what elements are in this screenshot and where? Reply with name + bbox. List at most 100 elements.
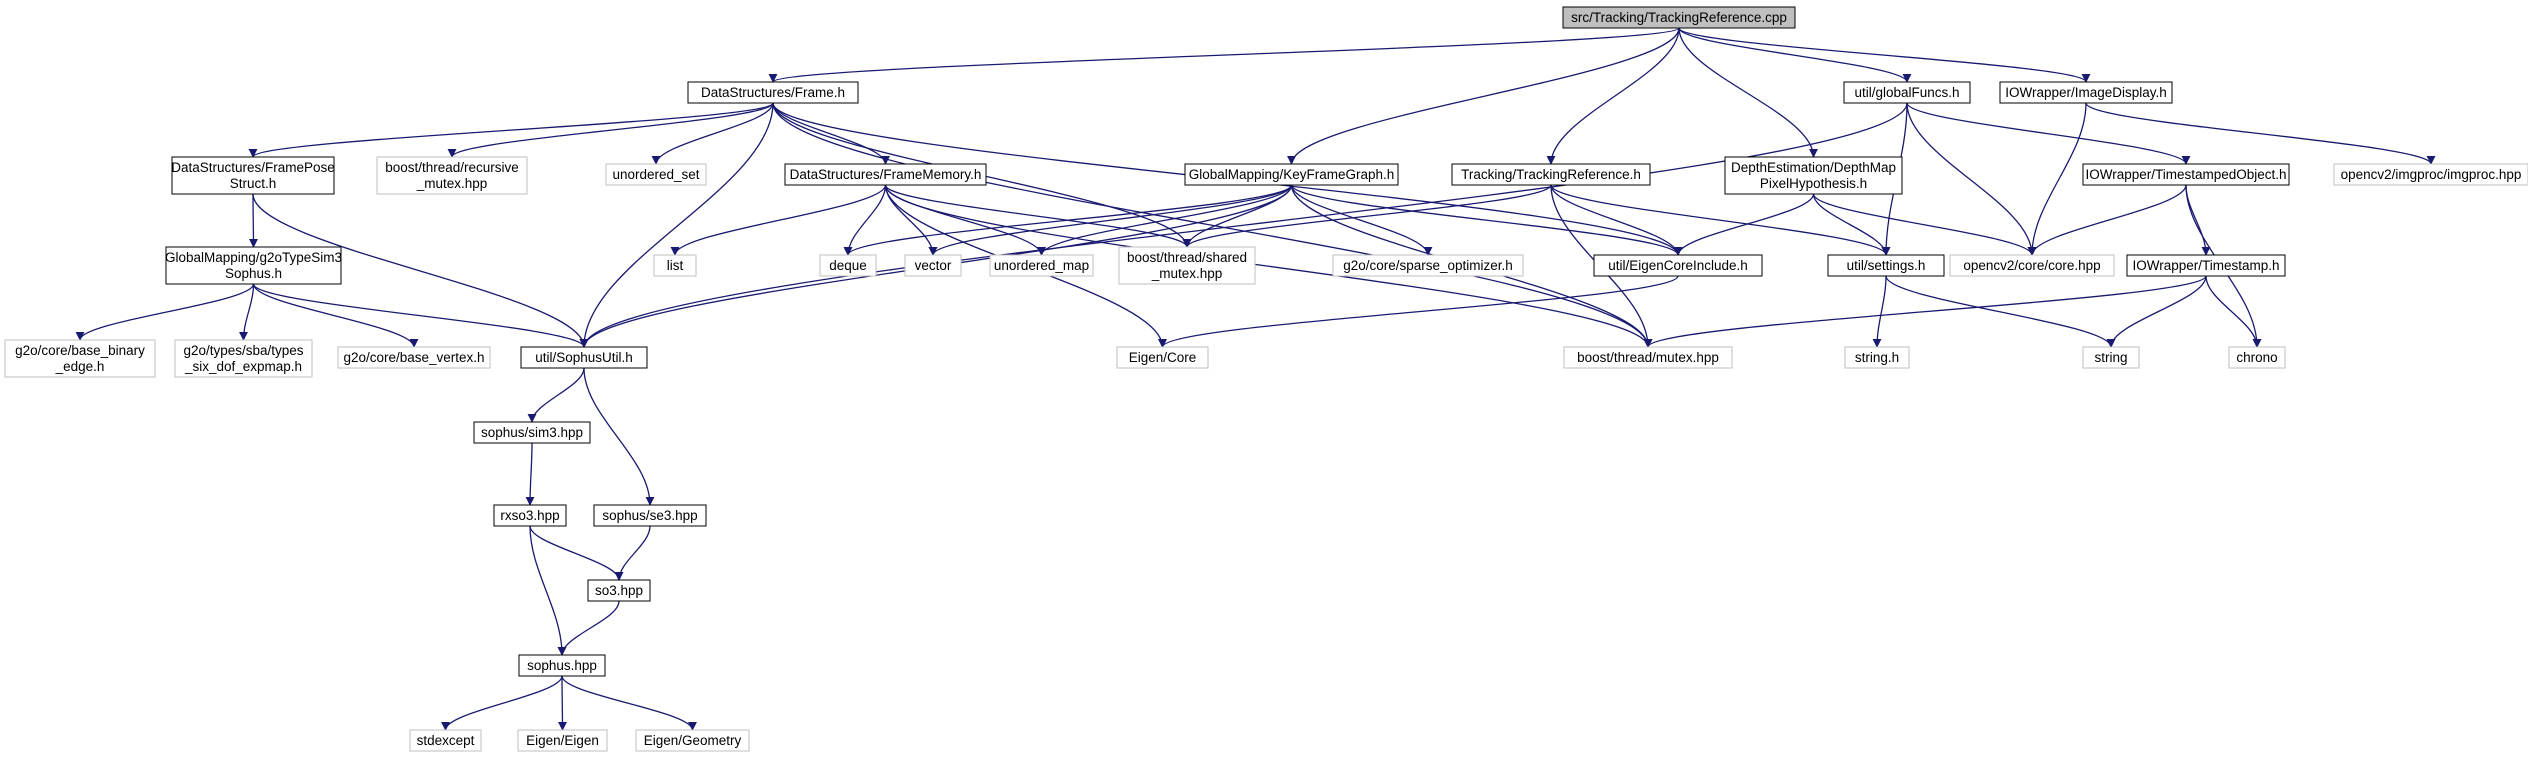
- node-box-baseVertex: [337, 346, 491, 369]
- node-label-frame: DataStructures/Frame.h: [701, 85, 845, 100]
- node-vector: vector: [904, 254, 962, 277]
- node-box-depthMap: [1724, 156, 1903, 195]
- node-label-se3: sophus/se3.hpp: [602, 508, 697, 523]
- node-box-sparseOpt: [1332, 254, 1524, 277]
- edge-frame-to-frameMemory: [772, 102, 890, 165]
- node-so3[interactable]: so3.hpp: [587, 579, 651, 602]
- node-label-rxso3: rxso3.hpp: [500, 508, 559, 523]
- edge-globalFuncs-to-cvCore: [1906, 102, 2037, 256]
- node-string: string: [2082, 346, 2140, 369]
- node-sophusUtil[interactable]: util/SophusUtil.h: [520, 346, 648, 369]
- node-imageDisplay[interactable]: IOWrapper/ImageDisplay.h: [1999, 81, 2173, 104]
- edge-root-to-depthMap: [1678, 27, 1818, 158]
- node-trackRefH[interactable]: Tracking/TrackingReference.h: [1451, 163, 1651, 186]
- node-label-frameMemory: DataStructures/FrameMemory.h: [790, 167, 982, 182]
- edge-trackRefH-to-settings: [1550, 184, 1891, 256]
- node-label-globalFuncs: util/globalFuncs.h: [1854, 85, 1959, 100]
- node-label-sharedMutex: boost/thread/shared: [1127, 250, 1247, 265]
- node-settings[interactable]: util/settings.h: [1827, 254, 1945, 277]
- node-box-eigenCore: [1116, 346, 1209, 369]
- node-label-mutex: boost/thread/mutex.hpp: [1577, 350, 1719, 365]
- edge-g2oSim3-to-baseBinary: [75, 283, 255, 341]
- node-label-deque: deque: [829, 258, 867, 273]
- node-box-kfGraph: [1184, 163, 1399, 186]
- node-globalFuncs[interactable]: util/globalFuncs.h: [1843, 81, 1971, 104]
- node-label-unorderedMap: unordered_map: [994, 258, 1089, 273]
- edge-root-to-globalFuncs: [1678, 27, 1912, 83]
- edge-frameMemory-to-sharedMutex: [884, 184, 1192, 248]
- edge-trackRefH-to-sharedMutex: [1182, 184, 1552, 248]
- node-box-mutex: [1563, 346, 1733, 369]
- edge-trackRefH-to-eigenCoreInc: [1550, 184, 1683, 256]
- node-label-imgproc: opencv2/imgproc/imgproc.hpp: [2341, 167, 2522, 182]
- node-frameMemory[interactable]: DataStructures/FrameMemory.h: [784, 163, 987, 186]
- edge-eigenCoreInc-to-eigenCore: [1158, 275, 1679, 348]
- node-deque: deque: [819, 254, 877, 277]
- edge-frame-to-recMutex: [447, 102, 774, 158]
- edge-timestamp-to-mutex: [1643, 275, 2207, 348]
- edge-settings-to-stringH: [1872, 275, 1887, 348]
- node-label-settings: util/settings.h: [1847, 258, 1926, 273]
- edge-tsObject-to-cvCore: [2027, 184, 2187, 256]
- node-label-chrono: chrono: [2236, 350, 2277, 365]
- edge-sophus-to-stdexcept: [441, 675, 563, 731]
- node-kfGraph[interactable]: GlobalMapping/KeyFrameGraph.h: [1184, 163, 1399, 186]
- node-label-unorderedSet: unordered_set: [612, 167, 699, 182]
- node-tsObject[interactable]: IOWrapper/TimestampedObject.h: [2082, 163, 2290, 186]
- node-label-sim3: sophus/sim3.hpp: [481, 425, 583, 440]
- node-rxso3[interactable]: rxso3.hpp: [493, 504, 567, 527]
- node-list: list: [653, 254, 697, 277]
- node-label-sixDof: _six_dof_expmap.h: [184, 359, 302, 374]
- edge-kfGraph-to-deque: [843, 184, 1293, 256]
- node-box-stringH: [1844, 346, 1910, 369]
- node-root[interactable]: src/Tracking/TrackingReference.cpp: [1562, 6, 1796, 29]
- node-sixDof: g2o/types/sba/types_six_dof_expmap.h: [174, 339, 313, 378]
- node-depthMap[interactable]: DepthEstimation/DepthMapPixelHypothesis.…: [1724, 156, 1903, 195]
- edge-sophus-to-eigenEigen: [557, 675, 567, 731]
- node-box-tsObject: [2082, 163, 2290, 186]
- node-box-recMutex: [376, 156, 528, 195]
- edge-root-to-imageDisplay: [1678, 27, 2091, 83]
- edge-g2oSim3-to-sixDof: [239, 283, 255, 341]
- node-label-so3: so3.hpp: [595, 583, 643, 598]
- node-sparseOpt: g2o/core/sparse_optimizer.h: [1332, 254, 1524, 277]
- edge-frame-to-mutex: [772, 102, 1653, 348]
- node-frame[interactable]: DataStructures/Frame.h: [687, 81, 859, 104]
- node-timestamp[interactable]: IOWrapper/Timestamp.h: [2126, 254, 2286, 277]
- node-box-eigenEigen: [517, 729, 608, 752]
- node-eigenCoreInc[interactable]: util/EigenCoreInclude.h: [1593, 254, 1763, 277]
- node-label-sparseOpt: g2o/core/sparse_optimizer.h: [1343, 258, 1513, 273]
- node-box-sixDof: [174, 339, 313, 378]
- node-box-sophus: [518, 654, 606, 677]
- node-cvCore: opencv2/core/core.hpp: [1949, 254, 2115, 277]
- edge-kfGraph-to-eigenCoreInc: [1290, 184, 1683, 256]
- edge-sophusUtil-to-sim3: [527, 367, 585, 423]
- edge-tsObject-to-timestamp: [2185, 184, 2211, 256]
- edge-depthMap-to-eigenCoreInc: [1673, 193, 1815, 256]
- node-label-eigenGeom: Eigen/Geometry: [644, 733, 742, 748]
- node-label-sixDof: g2o/types/sba/types: [183, 343, 303, 358]
- node-box-sophusUtil: [520, 346, 648, 369]
- node-sim3[interactable]: sophus/sim3.hpp: [473, 421, 591, 444]
- node-label-trackRefH: Tracking/TrackingReference.h: [1461, 167, 1641, 182]
- node-label-recMutex: boost/thread/recursive: [385, 160, 519, 175]
- edge-root-to-frame: [768, 27, 1680, 83]
- node-sophus[interactable]: sophus.hpp: [518, 654, 606, 677]
- node-sharedMutex: boost/thread/shared_mutex.hpp: [1118, 246, 1256, 285]
- edge-frame-to-framePose: [248, 102, 774, 158]
- node-box-imageDisplay: [1999, 81, 2173, 104]
- edge-sophusUtil-to-se3: [583, 367, 655, 506]
- node-box-chrono: [2228, 346, 2286, 369]
- node-label-tsObject: IOWrapper/TimestampedObject.h: [2085, 167, 2286, 182]
- node-imgproc: opencv2/imgproc/imgproc.hpp: [2333, 163, 2528, 186]
- edge-timestamp-to-string: [2106, 275, 2207, 348]
- node-box-frame: [687, 81, 859, 104]
- node-se3[interactable]: sophus/se3.hpp: [593, 504, 707, 527]
- node-box-g2oSim3: [165, 246, 342, 285]
- node-box-eigenCoreInc: [1593, 254, 1763, 277]
- node-label-framePose: Struct.h: [230, 176, 277, 191]
- node-label-g2oSim3: GlobalMapping/g2oTypeSim3: [165, 250, 342, 265]
